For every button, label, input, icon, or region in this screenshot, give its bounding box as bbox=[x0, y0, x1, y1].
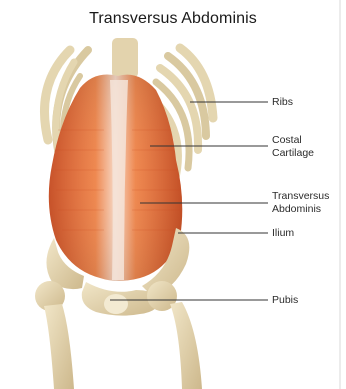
label-ribs: Ribs bbox=[272, 96, 293, 109]
label-ribs-line-1: Ribs bbox=[272, 96, 293, 109]
label-ilium-line-1: Ilium bbox=[272, 227, 294, 240]
figure-title: Transversus Abdominis bbox=[0, 10, 346, 28]
label-costal-line-1: Costal bbox=[272, 134, 314, 147]
label-ilium: Ilium bbox=[272, 227, 294, 240]
label-transversus-line-1: Transversus bbox=[272, 190, 329, 203]
right-femur-shaft bbox=[170, 302, 202, 389]
label-costal-line-2: Cartilage bbox=[272, 147, 314, 160]
label-pubis-line-1: Pubis bbox=[272, 294, 298, 307]
label-pubis: Pubis bbox=[272, 294, 298, 307]
label-transversus-abdominis: Transversus Abdominis bbox=[272, 190, 329, 216]
left-femur-shaft bbox=[44, 304, 74, 389]
label-costal-cartilage: Costal Cartilage bbox=[272, 134, 314, 160]
spine bbox=[112, 38, 138, 78]
label-transversus-line-2: Abdominis bbox=[272, 203, 329, 216]
pubic-symphysis bbox=[104, 294, 128, 314]
